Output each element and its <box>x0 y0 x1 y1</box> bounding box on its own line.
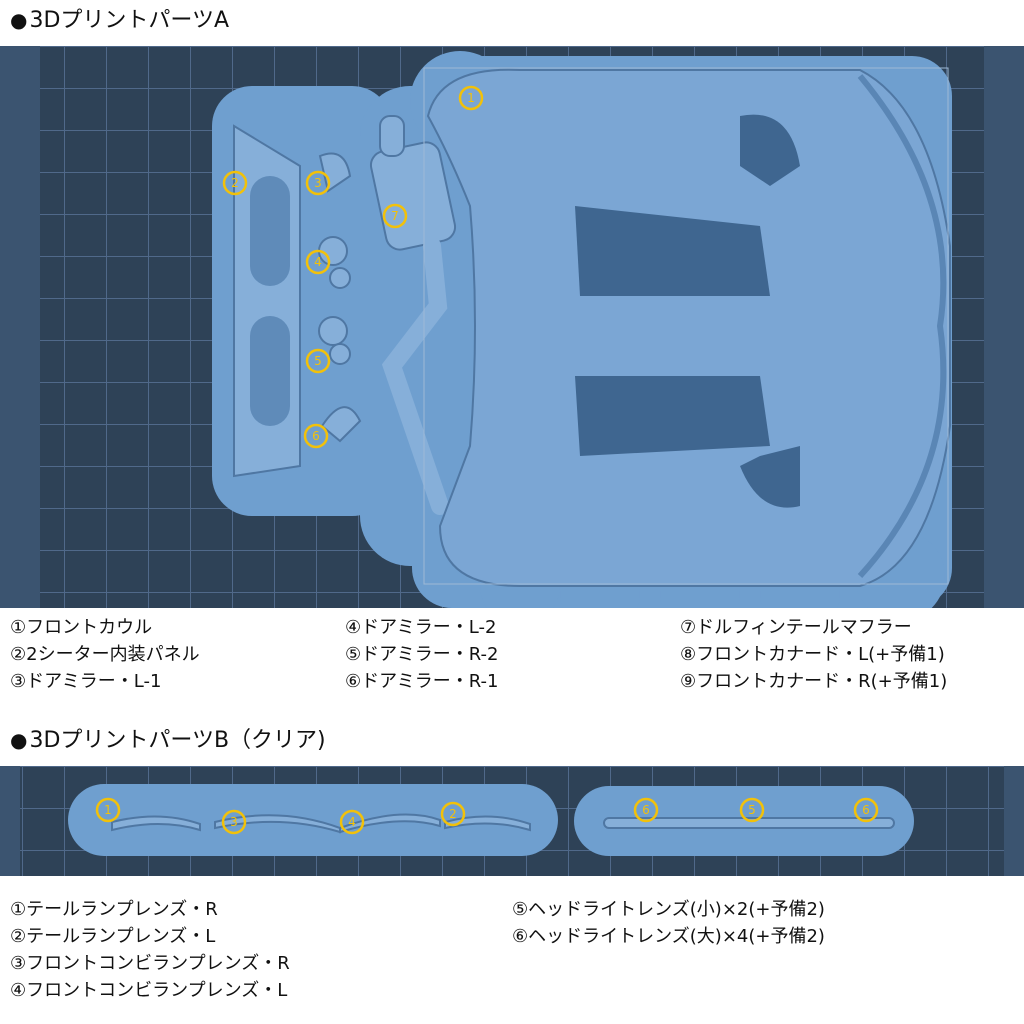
legend-item: ④フロントコンビランプレンズ・L <box>10 980 288 1001</box>
marker-label-7: 7 <box>391 209 399 223</box>
marker-7 <box>382 203 408 229</box>
marker-label-4: 4 <box>314 255 322 269</box>
legend-item: ⑤ヘッドライトレンズ(小)×2(+予備2) <box>512 899 825 920</box>
part-markers-a <box>222 85 484 449</box>
part-interior-panel <box>233 124 301 478</box>
part-door-mirrors <box>318 152 362 443</box>
legend-item: ⑨フロントカナード・R(+予備1) <box>680 671 948 692</box>
marker-6 <box>633 797 659 823</box>
print-bed-b: 1 3 4 2 6 5 6 <box>0 766 1024 876</box>
section-a-title: ●3DプリントパーツA <box>10 8 230 33</box>
marker-2 <box>222 170 248 196</box>
marker-label-2: 2 <box>449 807 457 821</box>
print-bed-a: 1 2 3 7 4 5 6 <box>0 46 1024 608</box>
part-front-cowl <box>423 67 951 587</box>
legend-item: ①フロントカウル <box>10 617 153 638</box>
marker-label-1: 1 <box>104 803 112 817</box>
print-bed-a-render: 1 2 3 7 4 5 6 <box>0 46 1024 608</box>
legend-b-col1: ①テールランプレンズ・R ②テールランプレンズ・L ③フロントコンビランプレンズ… <box>10 896 290 1004</box>
marker-label-6: 6 <box>312 429 320 443</box>
marker-4 <box>305 249 331 275</box>
legend-item: ⑥ヘッドライトレンズ(大)×4(+予備2) <box>512 926 825 947</box>
part-markers-b <box>95 797 879 835</box>
print-bed-b-render: 1 3 4 2 6 5 6 <box>0 766 1024 876</box>
marker-1 <box>458 85 484 111</box>
marker-5 <box>739 797 765 823</box>
marker-label-1: 1 <box>467 91 475 105</box>
legend-item: ④ドアミラー・L-2 <box>345 617 497 638</box>
marker-label-4: 4 <box>348 815 356 829</box>
legend-item: ⑧フロントカナード・L(+予備1) <box>680 644 945 665</box>
marker-1 <box>95 797 121 823</box>
marker-label-3: 3 <box>314 176 322 190</box>
marker-4 <box>339 809 365 835</box>
marker-6 <box>303 423 329 449</box>
legend-item: ②テールランプレンズ・L <box>10 926 216 947</box>
marker-2 <box>440 801 466 827</box>
marker-label-6b: 6 <box>862 803 870 817</box>
legend-a-col2: ④ドアミラー・L-2 ⑤ドアミラー・R-2 ⑥ドアミラー・R-1 <box>345 614 499 695</box>
marker-6 <box>853 797 879 823</box>
marker-label-3: 3 <box>230 815 238 829</box>
legend-item: ⑤ドアミラー・R-2 <box>345 644 499 665</box>
legend-item: ①テールランプレンズ・R <box>10 899 218 920</box>
legend-a-col3: ⑦ドルフィンテールマフラー ⑧フロントカナード・L(+予備1) ⑨フロントカナー… <box>680 614 947 695</box>
part-muffler <box>369 115 457 515</box>
marker-5 <box>305 348 331 374</box>
bullet-dot-icon: ● <box>10 8 28 32</box>
clear-parts <box>111 813 895 834</box>
marker-label-2: 2 <box>231 176 239 190</box>
legend-b-col2: ⑤ヘッドライトレンズ(小)×2(+予備2) ⑥ヘッドライトレンズ(大)×4(+予… <box>512 896 825 950</box>
legend-item: ②2シーター内装パネル <box>10 644 200 665</box>
legend-a-col1: ①フロントカウル ②2シーター内装パネル ③ドアミラー・L-1 <box>10 614 200 695</box>
legend-item: ③ドアミラー・L-1 <box>10 671 162 692</box>
marker-3 <box>221 809 247 835</box>
section-b-title: ●3DプリントパーツB（クリア) <box>10 728 326 753</box>
marker-label-5: 5 <box>314 354 322 368</box>
legend-item: ⑥ドアミラー・R-1 <box>345 671 499 692</box>
marker-3 <box>305 170 331 196</box>
legend-item: ③フロントコンビランプレンズ・R <box>10 953 290 974</box>
marker-label-6: 6 <box>642 803 650 817</box>
legend-item: ⑦ドルフィンテールマフラー <box>680 617 912 638</box>
bullet-dot-icon: ● <box>10 728 28 752</box>
marker-label-5: 5 <box>748 803 756 817</box>
